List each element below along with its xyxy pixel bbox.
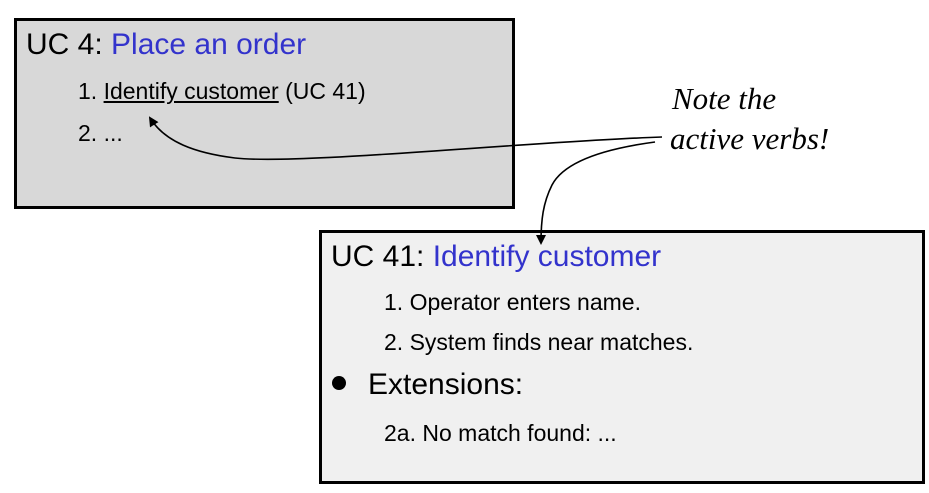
note-line-1: Note the <box>672 81 777 116</box>
use-case-41-title: UC 41: Identify customer <box>331 240 661 274</box>
use-case-4-step-1-number: 1. <box>78 78 104 104</box>
use-case-41-name: Identify customer <box>432 240 662 273</box>
use-case-4-name: Place an order <box>111 28 307 61</box>
use-case-41-box <box>319 230 925 484</box>
bullet-icon <box>332 376 346 391</box>
extension-item: 2a. No match found: ... <box>384 420 617 446</box>
use-case-4-title: UC 4: Place an order <box>26 28 306 62</box>
use-case-41-step-2: 2. System finds near matches. <box>384 329 694 355</box>
extensions-label: Extensions: <box>368 368 524 401</box>
use-case-4-box <box>14 18 515 209</box>
use-case-41-prefix: UC 41: <box>331 240 433 273</box>
use-case-4-prefix: UC 4: <box>26 28 112 61</box>
use-case-4-step-1-link: Identify customer <box>103 78 279 104</box>
use-case-4-step-2: 2. ... <box>78 120 123 146</box>
use-case-4-step-1: 1. Identify customer (UC 41) <box>78 77 366 105</box>
arrow-to-use-case-41 <box>536 141 656 245</box>
use-case-4-step-1-reference: (UC 41) <box>278 78 366 104</box>
use-case-41-step-1: 1. Operator enters name. <box>384 289 641 315</box>
extensions-heading: Extensions: <box>332 368 523 402</box>
arrow-to-identify-customer <box>148 116 663 161</box>
note-line-2: active verbs! <box>670 121 830 156</box>
